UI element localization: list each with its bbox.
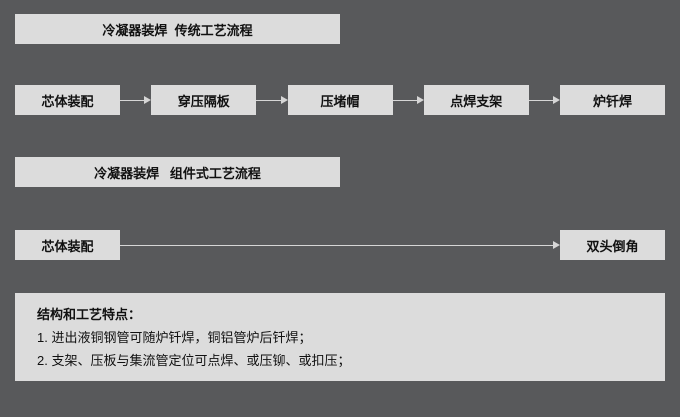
arrow-right-icon [256,85,288,115]
flow2-steps-row: 芯体装配 双头倒角 [15,230,665,260]
notes-line-1: 1. 进出液铜钢管可随炉钎焊，铜铝管炉后钎焊； [37,330,312,345]
flow2-title: 冷凝器装焊 组件式工艺流程 [15,157,340,187]
notes-panel: 结构和工艺特点： 1. 进出液铜钢管可随炉钎焊，铜铝管炉后钎焊； 2. 支架、压… [15,293,665,381]
arrow-right-icon [392,85,424,115]
flow1-step-cap-press: 压堵帽 [287,85,393,115]
notes-line-2: 2. 支架、压板与集流管定位可点焊、或压铆、或扣压； [37,353,351,368]
flow1-title: 冷凝器装焊 传统工艺流程 [15,14,340,44]
arrow-right-icon [120,230,560,260]
arrow-right-icon [120,85,152,115]
notes-title: 结构和工艺特点： [37,307,142,322]
flow1-steps-row: 芯体装配 穿压隔板 压堵帽 点焊支架 炉钎焊 [15,85,665,115]
flow1-step-core-assembly: 芯体装配 [15,85,120,115]
arrow-right-icon [528,85,560,115]
flow2-step-core-assembly: 芯体装配 [15,230,120,260]
flow2-step-double-end-chamfer: 双头倒角 [560,230,665,260]
flow1-step-spot-weld-bracket: 点焊支架 [423,85,529,115]
flow1-step-baffle-press: 穿压隔板 [151,85,257,115]
flow1-step-furnace-brazing: 炉钎焊 [560,85,665,115]
